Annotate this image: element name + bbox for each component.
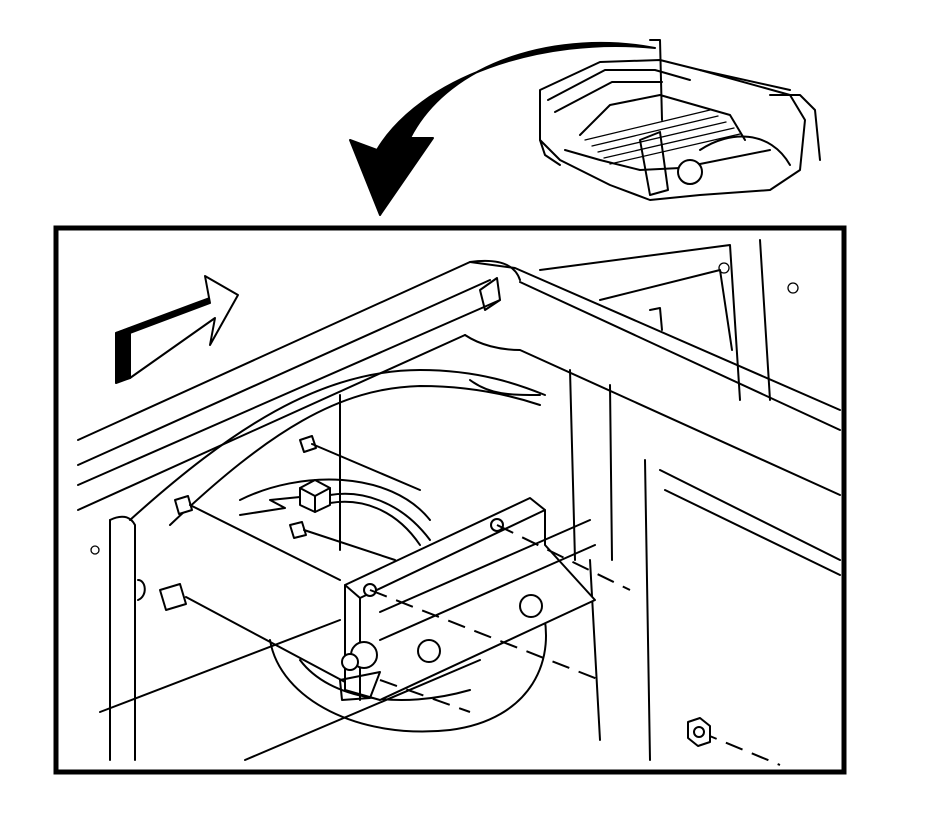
detail-view — [77, 239, 841, 766]
connector-icon — [299, 479, 331, 513]
truck-bed-locator-icon — [539, 39, 821, 201]
nut-icon — [687, 717, 711, 747]
bracket-icon — [339, 497, 596, 701]
stud-icon — [159, 435, 317, 611]
direction-arrow-icon — [115, 275, 239, 384]
curved-arrow-icon — [349, 42, 656, 216]
detail-frame — [53, 225, 847, 775]
